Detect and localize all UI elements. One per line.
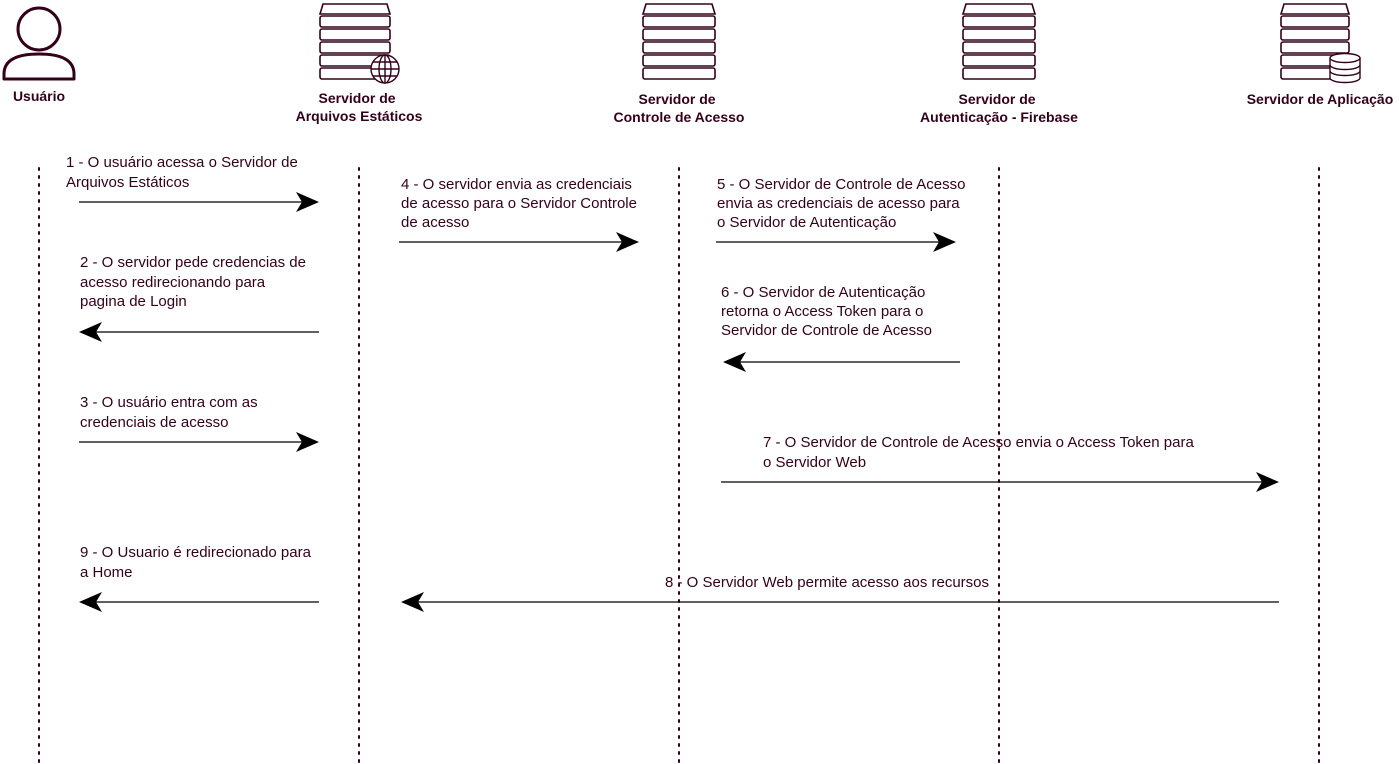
message-3-label: 3 - O usuário entra com as credenciais d…: [80, 394, 262, 431]
message-9-arrow: [79, 592, 319, 612]
database-icon: [1329, 52, 1361, 84]
user-icon: [2, 6, 76, 81]
message-text-line: credenciais de acesso: [80, 414, 228, 431]
actor-label-auth-server: Servidor de Autenticação - Firebase: [920, 91, 1078, 125]
message-text-line: envia as credenciais de acesso para: [717, 195, 960, 212]
message-text-line: o Servidor de Autenticação: [717, 214, 896, 231]
message-4-label: 4 - O servidor envia as credenciais de a…: [401, 176, 641, 231]
actor-label-user: Usuário: [13, 88, 65, 104]
message-2-label: 2 - O servidor pede credencias de acesso…: [80, 254, 310, 310]
message-8-label: 8 - O Servidor Web permite acesso aos re…: [665, 574, 989, 591]
message-5-label: 5 - O Servidor de Controle de Acesso env…: [717, 176, 970, 231]
message-9-label: 9 - O Usuario é redirecionado para a Hom…: [80, 544, 315, 581]
message-2-arrow: [79, 322, 319, 342]
message-8-arrow: [401, 592, 1279, 612]
actor-label-line: Servidor de Aplicação: [1247, 91, 1394, 107]
actor-label-line: Servidor de: [959, 91, 1036, 107]
actor-label-line: Controle de Acesso: [614, 109, 745, 125]
actor-label-app-server: Servidor de Aplicação: [1247, 91, 1394, 107]
message-text-line: de acesso: [401, 214, 469, 231]
message-text-line: a Home: [80, 564, 133, 581]
message-text-line: 7 - O Servidor de Controle de Acesso env…: [763, 434, 1194, 451]
message-text-line: Arquivos Estáticos: [66, 174, 189, 191]
actor-label-line: Arquivos Estáticos: [296, 108, 423, 124]
server-icon: [961, 3, 1037, 80]
message-7-label: 7 - O Servidor de Controle de Acesso env…: [763, 434, 1198, 471]
message-3-arrow: [79, 432, 319, 452]
message-text-line: 4 - O servidor envia as credenciais: [401, 176, 632, 193]
actor-label-line: Servidor de: [639, 91, 716, 107]
message-text-line: acesso redirecionando para: [80, 274, 266, 291]
message-4-arrow: [399, 232, 639, 252]
message-6-arrow: [723, 352, 960, 372]
message-text-line: Servidor de Controle de Acesso: [721, 322, 932, 339]
actor-label-static-server: Servidor de Arquivos Estáticos: [296, 90, 423, 124]
message-text-line: 9 - O Usuario é redirecionado para: [80, 544, 312, 561]
message-text-line: pagina de Login: [80, 293, 187, 310]
message-text-line: 1 - O usuário acessa o Servidor de: [66, 154, 298, 171]
message-text-line: o Servidor Web: [763, 454, 866, 471]
message-text-line: 6 - O Servidor de Autenticação: [721, 284, 925, 301]
message-text-line: 3 - O usuário entra com as: [80, 394, 258, 411]
message-6-label: 6 - O Servidor de Autenticação retorna o…: [721, 284, 932, 339]
message-text-line: 5 - O Servidor de Controle de Acesso: [717, 176, 965, 193]
message-text-line: de acesso para o Servidor Controle: [401, 195, 637, 212]
actor-label-line: Servidor de: [319, 90, 396, 106]
message-text-line: 2 - O servidor pede credencias de: [80, 254, 306, 271]
message-1-arrow: [79, 192, 319, 212]
message-text-line: 8 - O Servidor Web permite acesso aos re…: [665, 574, 989, 591]
server-icon: [641, 3, 717, 80]
message-1-label: 1 - O usuário acessa o Servidor de Arqui…: [66, 154, 302, 191]
actor-label-line: Autenticação - Firebase: [920, 109, 1078, 125]
message-5-arrow: [716, 232, 956, 252]
globe-icon: [370, 54, 400, 84]
actor-label-access-control: Servidor de Controle de Acesso: [614, 91, 745, 125]
message-7-arrow: [721, 472, 1279, 492]
message-text-line: retorna o Access Token para o: [721, 303, 923, 320]
